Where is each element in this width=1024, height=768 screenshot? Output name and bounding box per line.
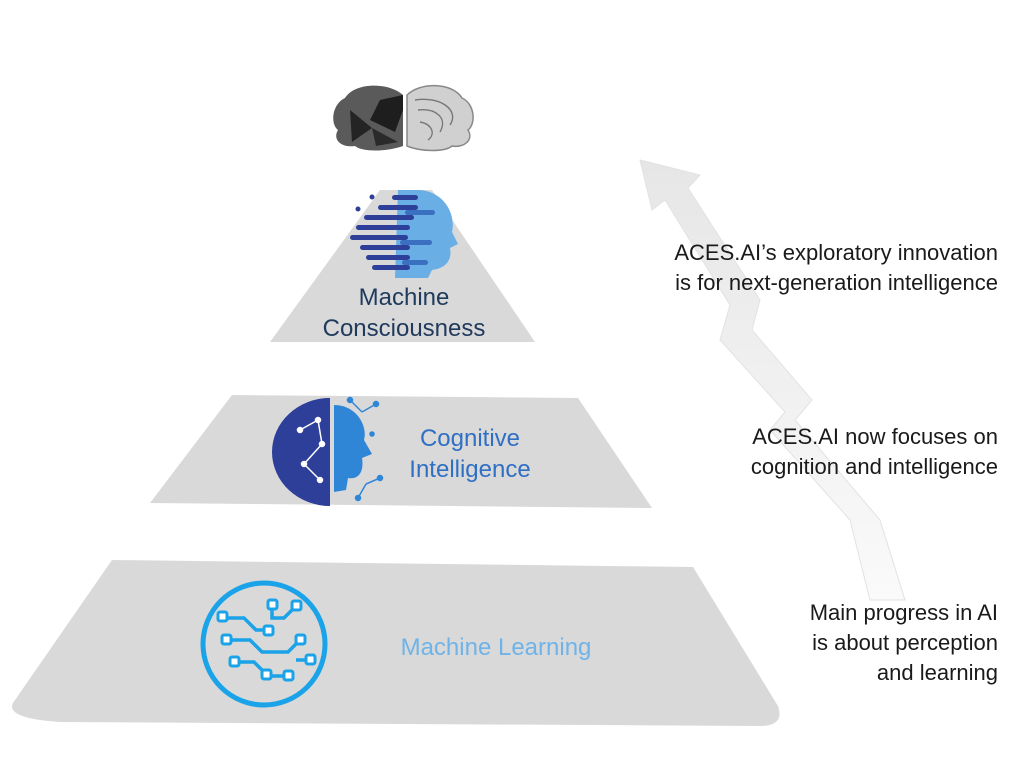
note-bottom: Main progress in AI is about perception … [700,598,998,688]
tier-middle-line2: Intelligence [409,456,531,483]
tier-middle-line1: Cognitive [419,425,521,452]
note-top-line1: ACES.AI’s exploratory innovation [674,240,998,265]
brain-icon [333,84,474,152]
tier-top-line2: Consciousness [322,315,486,342]
note-top-line2: is for next-generation intelligence [675,270,998,295]
tier-middle-shape [150,395,652,508]
note-middle-line2: cognition and intelligence [750,454,998,479]
tier-bottom-line1: Machine Learning [400,634,592,661]
digital-head-icon [350,190,458,278]
tier-bottom-shape [12,560,780,726]
tier-middle-label: Cognitive Intelligence [390,423,550,485]
tier-top-line1: Machine [358,284,450,311]
tier-bottom-label: Machine Learning [376,632,616,663]
note-middle-line1: ACES.AI now focuses on [752,424,998,449]
circuit-icon [200,580,328,708]
note-bottom-line1: Main progress in AI [809,600,998,625]
progress-arrow-icon [639,159,906,601]
ai-head-icon [272,396,384,506]
note-middle: ACES.AI now focuses on cognition and int… [640,422,998,482]
note-bottom-line2: is about perception [812,630,998,655]
note-top: ACES.AI’s exploratory innovation is for … [560,238,998,298]
note-bottom-line3: and learning [876,660,998,685]
tier-top-label: Machine Consciousness [300,282,508,344]
